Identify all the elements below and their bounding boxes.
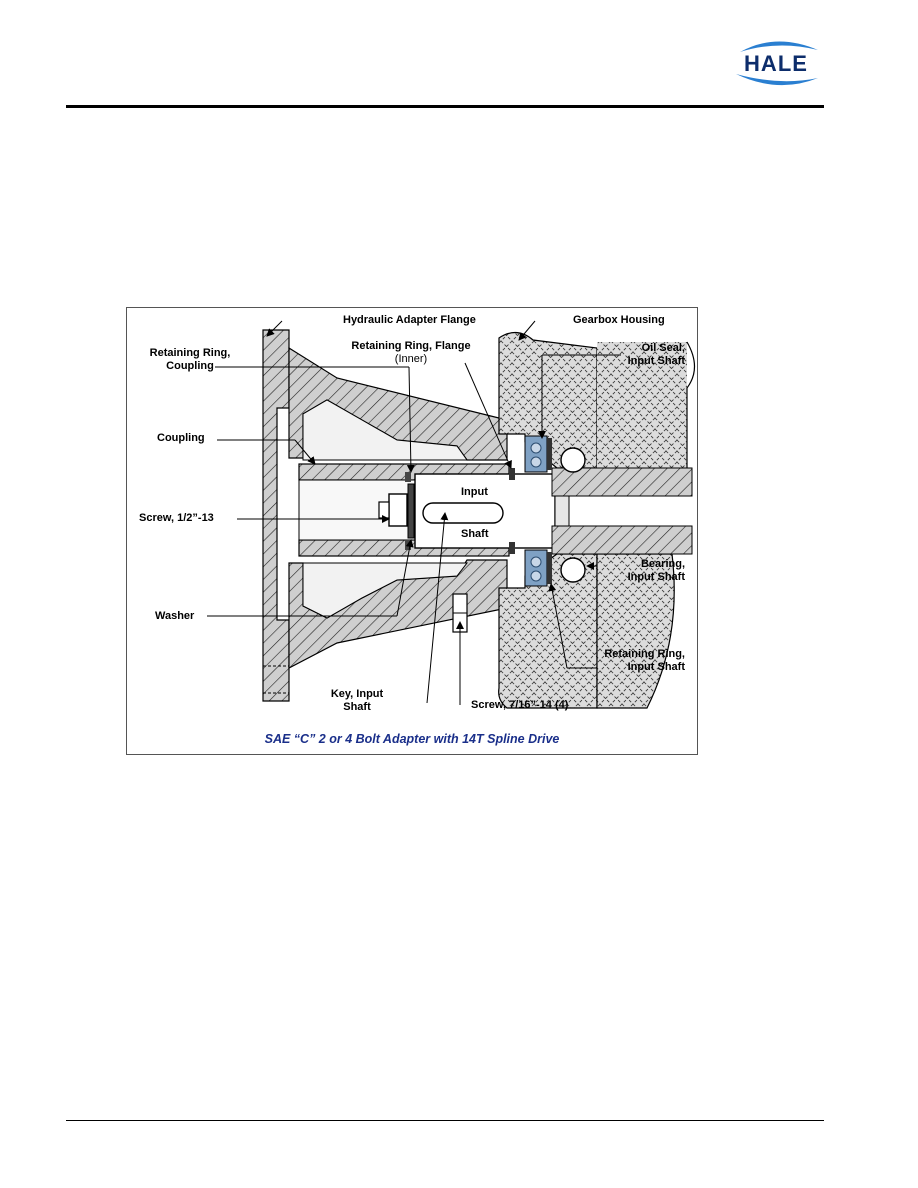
label-retaining-ring-flange: Retaining Ring, Flange (Inner) (351, 340, 471, 365)
label-hydraulic-adapter-flange: Hydraulic Adapter Flange (343, 314, 476, 326)
shaft-key (422, 502, 504, 524)
label-key-input-shaft: Key, Input Shaft (330, 688, 384, 713)
header-rule (66, 105, 824, 108)
label-oil-seal: Oil Seal, Input Shaft (627, 342, 685, 367)
label-gearbox-housing: Gearbox Housing (573, 314, 665, 326)
label-shaft: Shaft (461, 528, 489, 540)
bearing-top (560, 447, 586, 473)
adapter-flange (262, 329, 290, 702)
screw-head (388, 493, 408, 527)
adapter-figure: Hydraulic Adapter Flange Gearbox Housing… (126, 307, 698, 755)
adapter-cross-section (207, 320, 696, 709)
label-bearing: Bearing, Input Shaft (627, 558, 685, 583)
label-washer: Washer (155, 610, 195, 622)
figure-caption: SAE “C” 2 or 4 Bolt Adapter with 14T Spl… (264, 732, 560, 746)
logo-swoosh-bottom (736, 74, 818, 86)
label-retaining-ring-coupling: Retaining Ring, Coupling (149, 347, 231, 372)
label-input: Input (461, 486, 488, 498)
hale-logo: HALE (726, 34, 826, 94)
washer (407, 483, 415, 539)
footer-rule (66, 1120, 824, 1121)
label-screw-7-16: Screw, 7/16”-14 (4) (471, 699, 569, 711)
bearing-bottom (560, 557, 586, 583)
label-retaining-ring-input: Retaining Ring, Input Shaft (604, 648, 685, 673)
label-coupling: Coupling (157, 432, 205, 444)
label-screw-half: Screw, 1/2”-13 (139, 512, 214, 524)
logo-swoosh-top (740, 41, 818, 52)
logo-text: HALE (744, 51, 808, 76)
retaining-ring-flange (509, 468, 515, 480)
